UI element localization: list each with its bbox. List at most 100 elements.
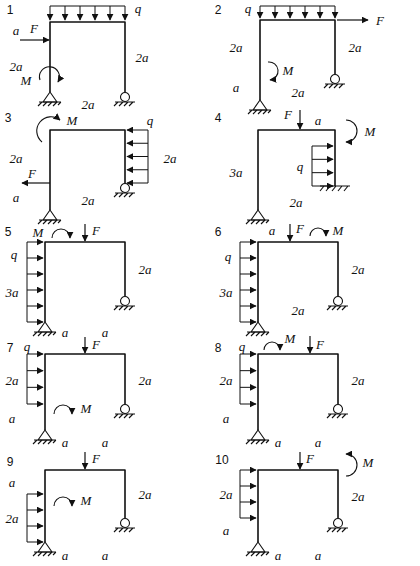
force-arrow <box>309 336 310 353</box>
load-arrow <box>27 354 43 355</box>
load-arrow <box>110 6 111 20</box>
frame <box>258 470 338 542</box>
dimension-label: F <box>91 452 101 465</box>
load-arrow <box>240 486 256 487</box>
force-arrow <box>22 182 50 183</box>
dimension-label: 2a <box>135 51 150 64</box>
load-arrow <box>240 354 256 355</box>
load-arrow <box>27 542 43 543</box>
moment-arrow <box>264 342 280 350</box>
load-arrow <box>27 306 43 307</box>
pin-support <box>38 92 61 106</box>
moment-arrow <box>54 405 72 414</box>
dimension-label: M <box>364 125 377 138</box>
pin-support <box>248 100 271 114</box>
pin-support <box>33 430 56 444</box>
roller-support <box>324 75 345 89</box>
load-arrow <box>240 470 256 471</box>
problem-number: 5 <box>4 226 13 238</box>
load-arrow <box>240 306 256 307</box>
dimension-label: a <box>222 412 231 425</box>
load-arrow <box>240 290 256 291</box>
dimension-label: q <box>296 160 305 173</box>
dimension-label: a <box>268 224 277 237</box>
dimension-label: F <box>283 108 293 121</box>
dimension-label: M <box>282 64 295 77</box>
load-arrow <box>27 494 43 495</box>
force-arrow <box>299 452 300 469</box>
problem-number: 3 <box>4 112 13 124</box>
dimension-label: 2a <box>163 152 178 165</box>
dimension-label: 2a <box>351 490 366 503</box>
dimension-label: M <box>80 402 93 415</box>
dimension-label: M <box>20 74 33 87</box>
load-arrow <box>240 518 256 519</box>
roller-support <box>327 297 348 311</box>
roller-support <box>114 297 135 311</box>
dimension-label: a <box>274 549 283 562</box>
dimension-label: q <box>134 2 143 15</box>
dimension-label: 2a <box>291 86 306 99</box>
problem-number: 7 <box>6 342 15 354</box>
load-arrow <box>240 404 256 405</box>
load-arrow <box>240 370 256 371</box>
load-arrow <box>240 258 256 259</box>
dimension-label: a <box>8 476 17 489</box>
dimension-label: M <box>66 114 79 127</box>
dimension-label: a <box>12 24 21 37</box>
moment-arrow <box>268 62 278 80</box>
dimension-label: 2a <box>5 374 20 387</box>
frame <box>258 130 335 210</box>
roller-support <box>114 519 135 533</box>
roller-support <box>114 93 135 107</box>
force-arrow <box>84 224 85 241</box>
load-arrow <box>305 6 306 18</box>
dimension-label: 2a <box>138 374 153 387</box>
dimension-label: F <box>91 224 101 237</box>
load-bar <box>240 470 241 518</box>
problem-number: 1 <box>6 4 15 16</box>
dimension-label: a <box>61 436 70 449</box>
load-arrow <box>240 322 256 323</box>
distributed-loads <box>27 6 335 542</box>
dimension-label: a <box>101 436 110 449</box>
dimension-label: M <box>80 494 93 507</box>
frame <box>45 242 125 322</box>
dimension-label: a <box>222 524 231 537</box>
dimension-label: M <box>362 456 375 469</box>
dimension-label: q <box>224 250 233 263</box>
problem-number: 8 <box>214 342 223 354</box>
moment-arrow <box>310 228 326 236</box>
load-arrow <box>27 370 43 371</box>
load-arrow <box>27 242 43 243</box>
dimension-label: F <box>315 338 325 351</box>
load-bar <box>312 146 313 186</box>
dimension-label: a <box>274 436 283 449</box>
dimension-label: 2a <box>229 41 244 54</box>
load-arrow <box>127 143 148 144</box>
moment-arrow <box>346 454 357 476</box>
load-arrow <box>312 186 333 187</box>
dimension-label: a <box>8 412 17 425</box>
load-arrow <box>127 156 148 157</box>
load-bar <box>240 354 241 404</box>
load-arrow <box>312 159 333 160</box>
dimension-label: 2a <box>81 194 96 207</box>
pin-support <box>246 322 269 336</box>
dimension-label: q <box>23 340 32 353</box>
load-arrow <box>275 6 276 18</box>
load-bar <box>50 6 125 7</box>
load-arrow <box>335 6 336 18</box>
dimension-label: a <box>61 549 70 562</box>
force-arrow <box>337 19 368 20</box>
dimension-label: q <box>10 248 19 261</box>
dimension-label: F <box>295 222 305 235</box>
force-arrow <box>84 452 85 469</box>
frame <box>258 354 338 430</box>
dimension-label: F <box>375 14 385 27</box>
pin-support <box>246 542 269 556</box>
load-arrow <box>240 242 256 243</box>
dimension-label: 2a <box>138 488 153 501</box>
dimension-label: F <box>305 452 315 465</box>
